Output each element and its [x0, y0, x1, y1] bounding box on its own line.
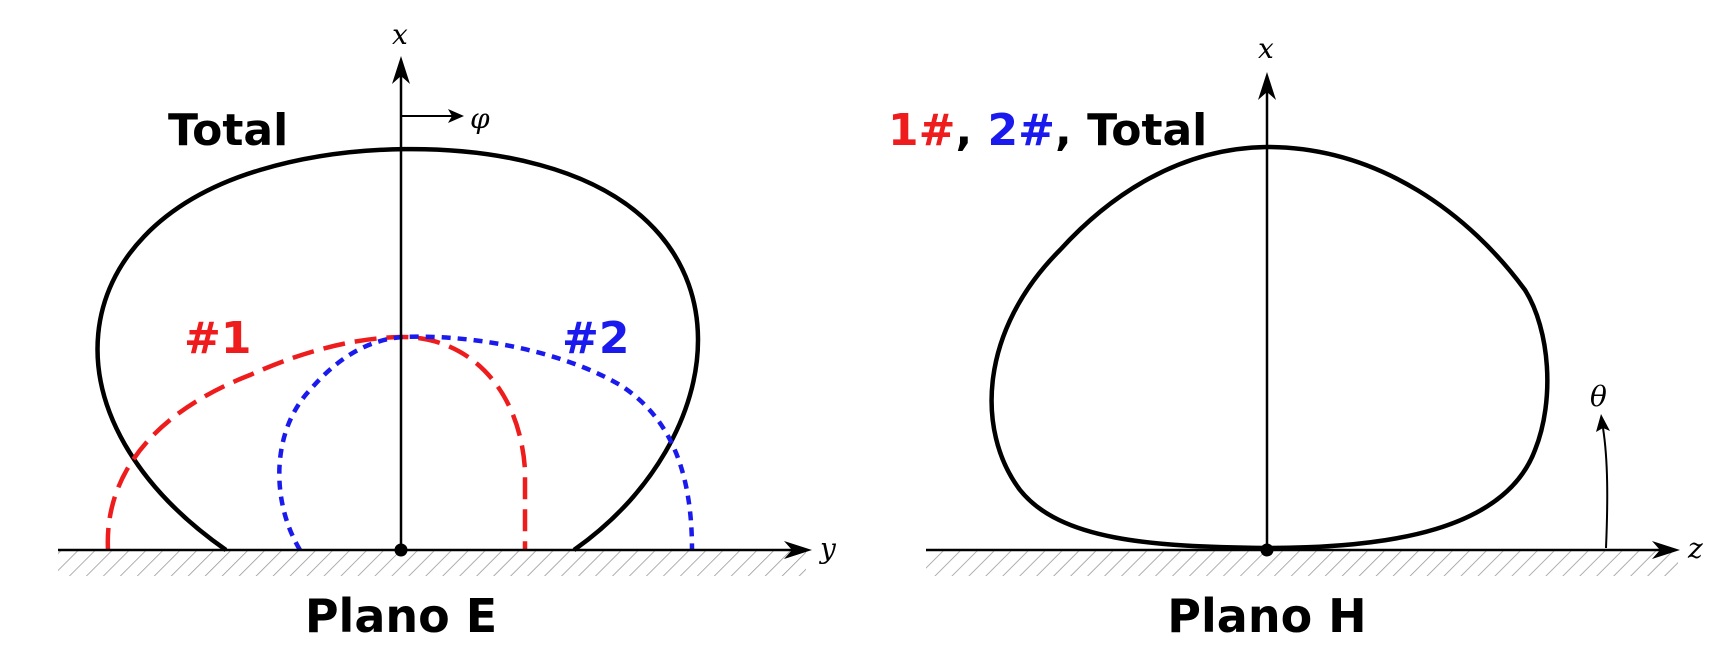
e-plane-pattern-1	[105, 334, 528, 551]
h-plane-axis-vertical-label: x	[1258, 32, 1274, 65]
e-plane-total-label: Total	[168, 105, 288, 156]
h-plane-caption: Plano H	[1167, 589, 1366, 643]
e-plane-total-pattern	[95, 146, 701, 552]
pattern-2-label: #2	[562, 313, 629, 364]
h-plane-legend-antenna-1: 1#	[888, 105, 955, 156]
e-plane-ground-hatch	[58, 550, 806, 576]
h-plane-ground-hatch	[926, 550, 1678, 576]
e-plane-axis-vertical-label: x	[392, 18, 408, 51]
phi-angle-label: φ	[470, 102, 490, 135]
h-plane-legend-antenna-2: 2#	[988, 105, 1055, 156]
theta-arrowhead	[1596, 414, 1610, 432]
e-plane-vertical-arrowhead	[392, 56, 410, 84]
e-plane-axis-horizontal-label: y	[818, 532, 837, 565]
theta-angle-label: θ	[1590, 380, 1607, 413]
h-plane-legend-separator-1: ,	[955, 105, 987, 156]
h-plane-origin-dot	[1260, 543, 1274, 557]
h-plane-vertical-arrowhead	[1258, 72, 1276, 100]
e-plane-horizontal-arrowhead	[784, 541, 812, 559]
theta-angle-arrow	[1602, 427, 1609, 549]
e-plane-pattern-2	[277, 334, 695, 552]
h-plane-legend-total: Total	[1087, 105, 1207, 156]
pattern-1-label: #1	[184, 313, 251, 364]
h-plane-axis-horizontal-label: z	[1687, 532, 1703, 565]
h-plane-panel: x z θ 1#, 2#, Total Plano H	[888, 32, 1703, 643]
h-plane-total-pattern	[989, 144, 1550, 551]
h-plane-horizontal-arrowhead	[1652, 541, 1680, 559]
e-plane-caption: Plano E	[305, 589, 497, 643]
phi-arrowhead	[448, 109, 464, 123]
e-plane-origin-dot	[394, 543, 408, 557]
h-plane-legend-separator-2: ,	[1055, 105, 1087, 156]
h-plane-legend: 1#, 2#, Total	[888, 105, 1207, 156]
e-plane-panel: x y φ Total #1 #2 Plano E	[58, 18, 837, 643]
